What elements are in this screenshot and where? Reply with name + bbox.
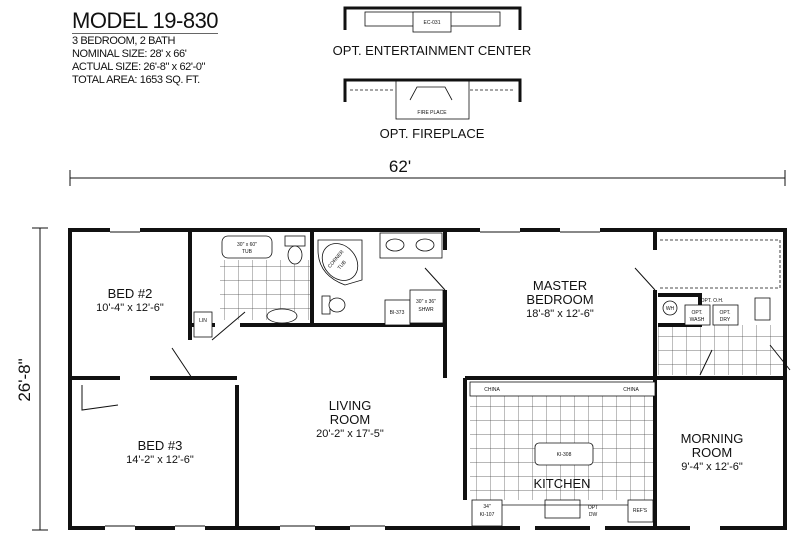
- width-label: 62': [389, 157, 411, 176]
- actual-size: ACTUAL SIZE: 26'-8" x 62'-0": [72, 61, 206, 73]
- china-right: CHINA: [623, 387, 639, 393]
- dw-opt: OPT: [588, 505, 598, 511]
- ec-tag: EC-031: [424, 20, 441, 26]
- kitchen-name: KITCHEN: [533, 476, 590, 491]
- wash-label: WASH: [690, 317, 705, 323]
- china-left: CHINA: [484, 387, 500, 393]
- wash-opt: OPT.: [691, 310, 702, 316]
- living-name-1: LIVING: [329, 398, 372, 413]
- bed3-size: 14'-2" x 12'-6": [126, 454, 194, 466]
- kitchen-fixtures: [469, 381, 656, 527]
- master-name-2: BEDROOM: [526, 292, 593, 307]
- walls: [68, 228, 787, 530]
- bed2-name: BED #2: [108, 286, 153, 301]
- morning-name-1: MORNING: [681, 431, 744, 446]
- linen-label: LIN: [199, 318, 207, 324]
- width-dimension: [69, 170, 786, 186]
- master-name-1: MASTER: [533, 278, 587, 293]
- shower-size: 30" x 36": [416, 299, 436, 305]
- doors: [81, 267, 791, 411]
- model-info: MODEL 19-830 3 BEDROOM, 2 BATH NOMINAL S…: [72, 8, 219, 86]
- fireplace-tag: FIRE PLACE: [417, 110, 447, 116]
- morning-size: 9'-4" x 12'-6": [681, 461, 743, 473]
- tub-size: 30" x 60": [237, 242, 257, 248]
- bi-label: BI-373: [390, 310, 405, 316]
- wh-label: WH: [666, 306, 675, 312]
- dw-label: DW: [589, 512, 598, 518]
- fireplace-option: [343, 78, 522, 120]
- corner-tub-label-2: TUB: [337, 259, 348, 271]
- bed-bath: 3 BEDROOM, 2 BATH: [72, 35, 176, 47]
- living-name-2: ROOM: [330, 412, 370, 427]
- pantry-tag: KI-107: [480, 512, 495, 518]
- entertainment-center-option: [343, 6, 522, 33]
- ref-label: REF'S: [633, 508, 648, 514]
- pantry-size: 34": [483, 504, 491, 510]
- entertainment-center-label: OPT. ENTERTAINMENT CENTER: [333, 43, 532, 58]
- dry-label: DRY: [720, 317, 731, 323]
- total-area: TOTAL AREA: 1653 SQ. FT.: [72, 74, 200, 86]
- dry-opt: OPT.: [719, 310, 730, 316]
- shower-label: SHWR: [418, 307, 434, 313]
- bed3-name: BED #3: [138, 438, 183, 453]
- nominal-size: NOMINAL SIZE: 28' x 66': [72, 48, 187, 60]
- oh-label: OPT. O.H.: [701, 298, 724, 304]
- tub-label: TUB: [242, 249, 253, 255]
- model-title: MODEL 19-830: [72, 8, 219, 34]
- living-size: 20'-2" x 17'-5": [316, 428, 384, 440]
- depth-dimension: [32, 227, 48, 531]
- morning-name-2: ROOM: [692, 445, 732, 460]
- laundry-fixtures: [660, 239, 781, 326]
- fireplace-label: OPT. FIREPLACE: [380, 126, 485, 141]
- bath-fixtures: [193, 232, 444, 338]
- bed2-size: 10'-4" x 12'-6": [96, 302, 164, 314]
- island-tag: KI-308: [557, 452, 572, 458]
- master-size: 18'-8" x 12'-6": [526, 308, 594, 320]
- depth-label: 26'-8": [15, 358, 34, 401]
